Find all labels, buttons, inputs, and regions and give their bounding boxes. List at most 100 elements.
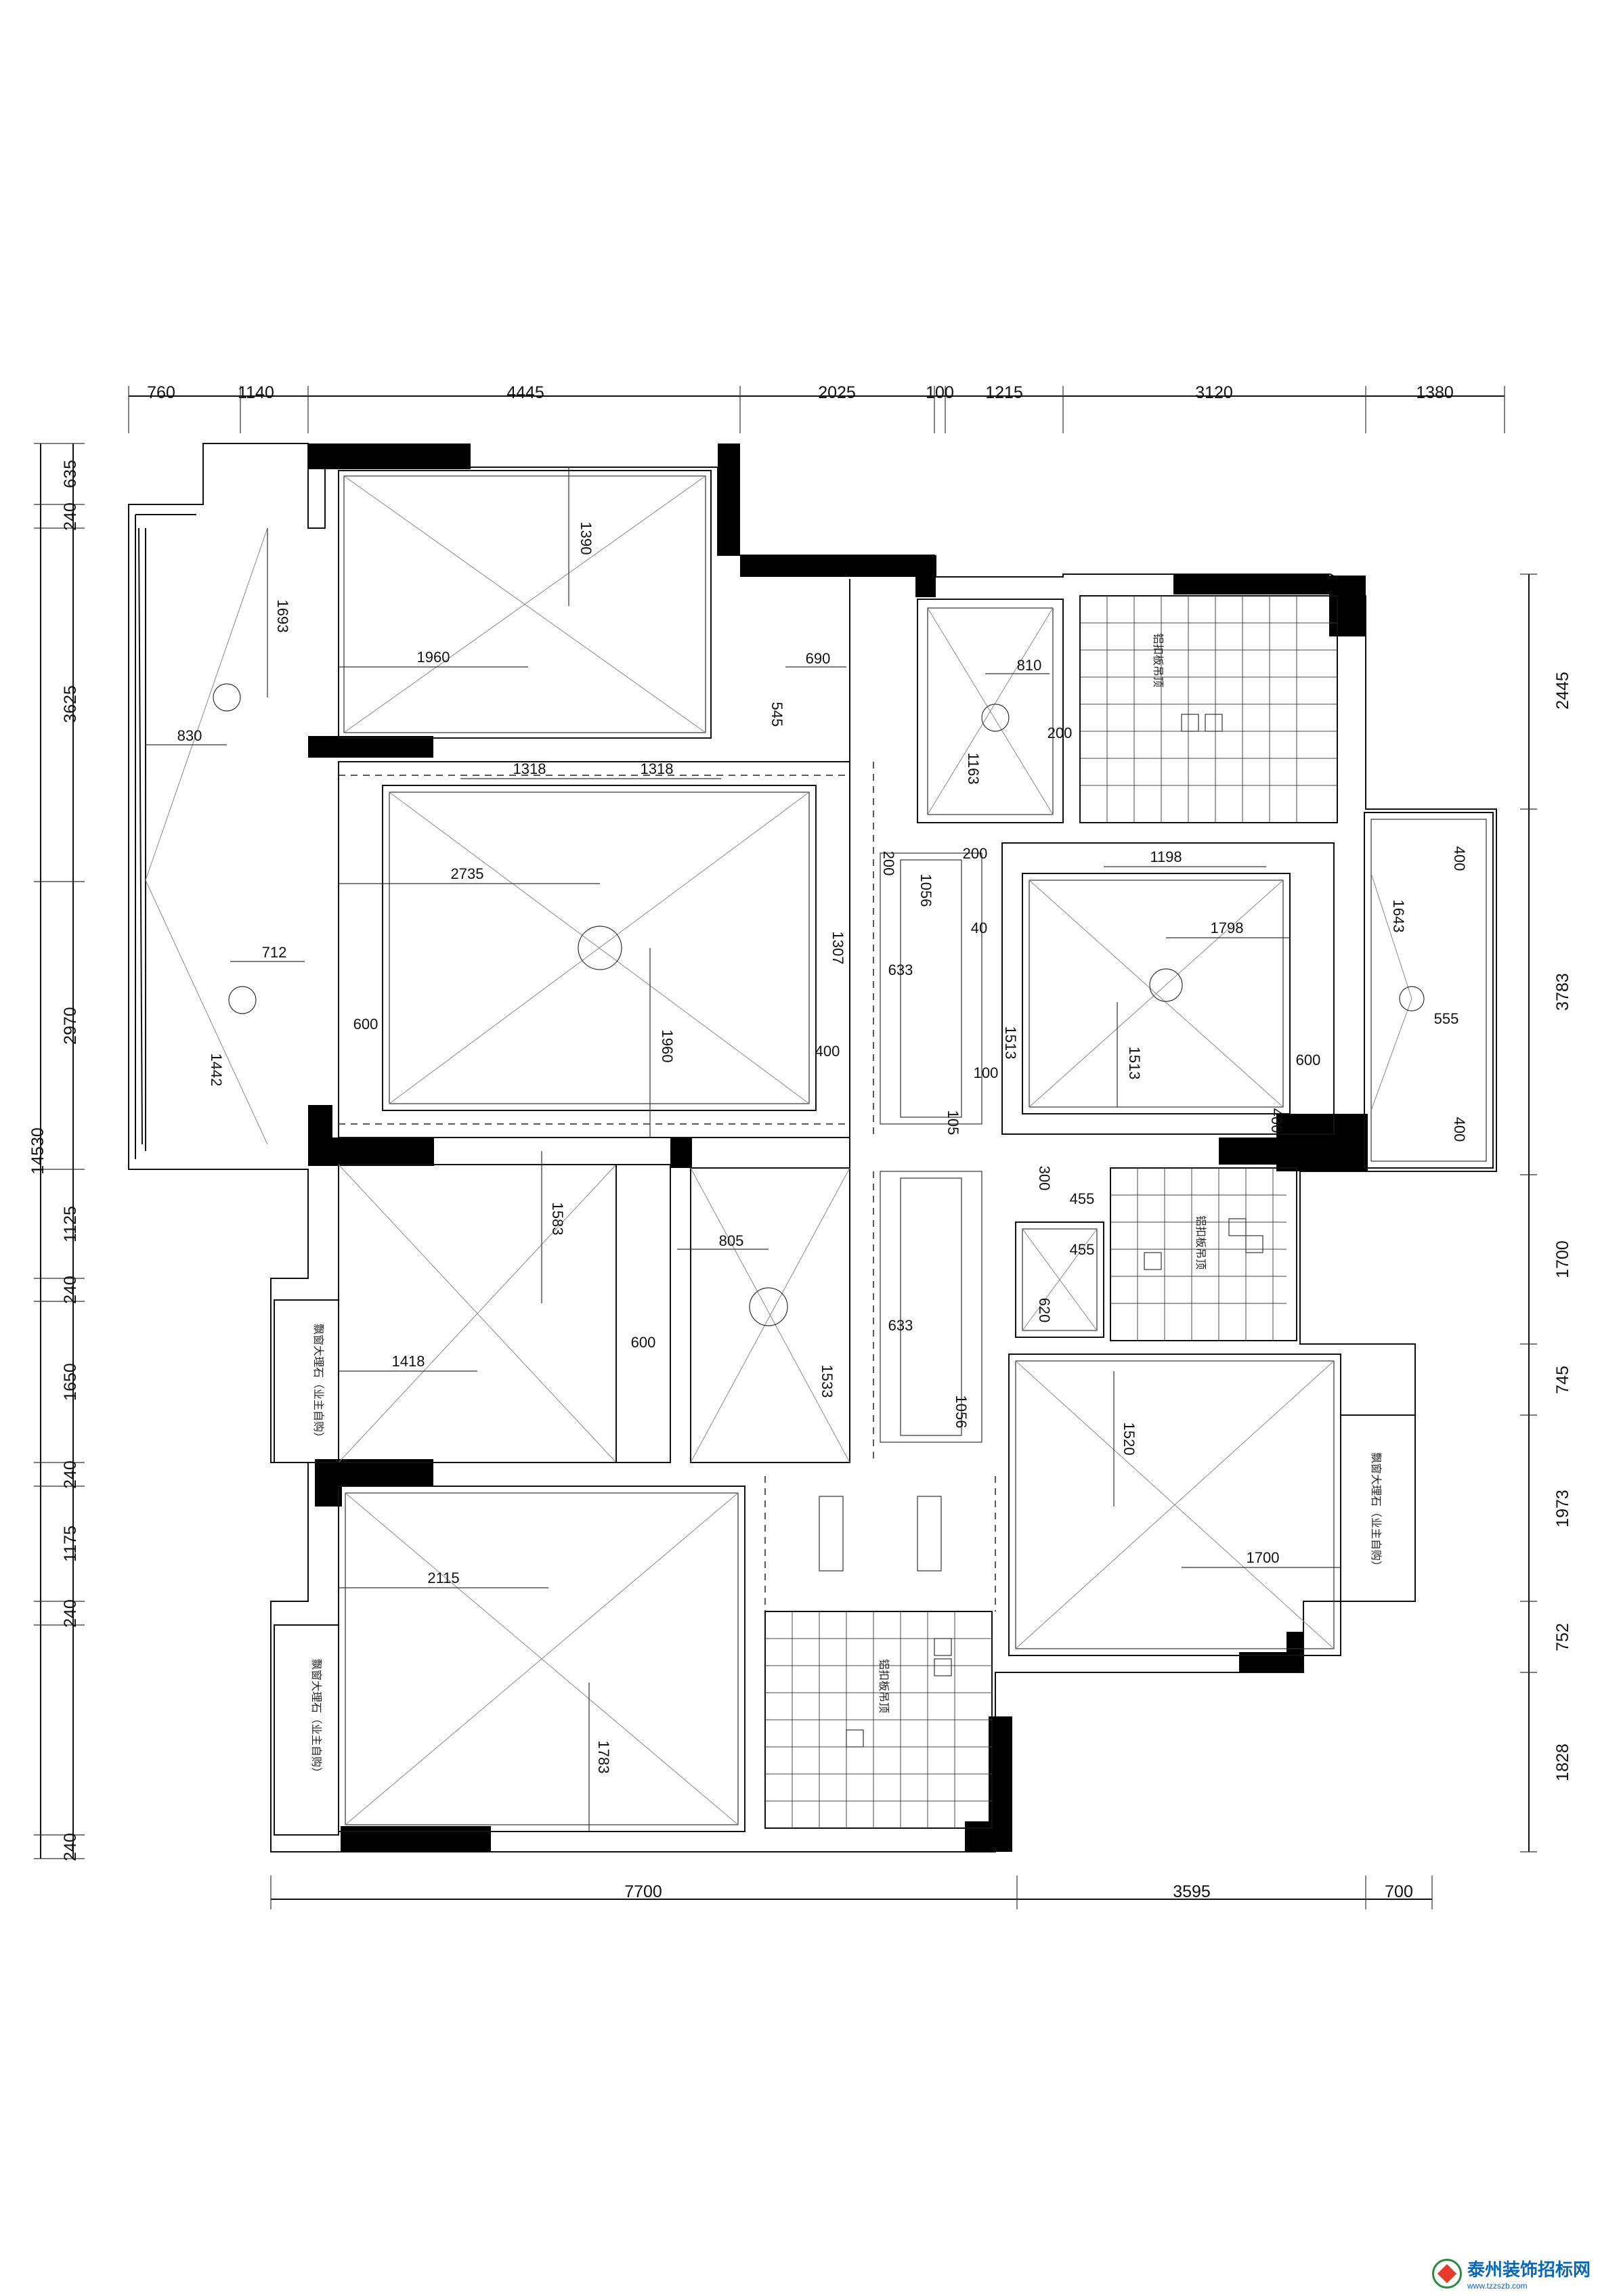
left-dim-8: 240 [61,1460,80,1489]
kitchen-top-ceiling-note: 铝扣板吊顶 [1152,633,1165,687]
left-dimension-chain: 635 240 3625 2970 1125 240 1650 240 1175… [28,443,85,1861]
dim-400-bal-a: 400 [1451,846,1468,871]
dim-100: 100 [974,1064,999,1081]
top-dimension-chain: 760 1140 4445 2025 100 1215 3120 1380 [128,383,1505,433]
dim-1056-a: 1056 [917,874,934,907]
room-dining [690,1167,850,1463]
left-dim-6: 240 [61,1276,80,1304]
room-bathroom-mid [1110,1167,1297,1341]
dim-830: 830 [177,727,202,744]
room-study [274,1164,671,1463]
dim-600-bedroom: 600 [1296,1052,1321,1068]
dim-620: 620 [1036,1298,1053,1323]
room-master-bedroom-bottom [274,1486,745,1836]
dim-1318-a: 1318 [513,760,546,777]
dim-2115: 2115 [427,1569,459,1586]
dim-1700: 1700 [1247,1549,1280,1566]
dim-400-bal-b: 400 [1451,1117,1468,1142]
top-dim-5: 100 [926,383,954,402]
top-dim-2: 1140 [238,383,274,402]
right-dim-3: 1700 [1553,1240,1572,1278]
watermark-url: www.tzzszb.com [1467,2281,1528,2291]
dim-200-bath: 200 [1047,724,1073,741]
room-small-bath-top [917,599,1064,823]
interior-dimensions: 1390 1960 1693 830 690 545 1318 1318 810… [146,467,1468,1832]
dim-1418: 1418 [392,1353,425,1370]
dim-455-b: 455 [1070,1241,1095,1258]
room-bedroom-lower-right [1008,1353,1416,1656]
dim-555: 555 [1434,1010,1459,1027]
top-dim-6: 1215 [985,383,1023,402]
right-dim-1: 2445 [1553,672,1572,710]
right-dim-6: 752 [1553,1623,1572,1651]
dim-105: 105 [945,1110,961,1135]
bedroom-bottom-window-note: 飘窗大理石（业主自购） [310,1659,323,1778]
dim-2735: 2735 [451,865,484,882]
right-dim-7: 1828 [1553,1743,1572,1781]
room-corridor-bottom [764,1476,996,1821]
dim-712: 712 [262,944,287,961]
dim-400-living: 400 [815,1043,840,1060]
room-dining-corridor [849,579,982,1463]
room-master-bedroom-top [338,470,712,739]
left-dim-4: 2970 [61,1007,80,1045]
top-dim-3: 4445 [506,383,544,402]
dim-1798: 1798 [1211,919,1244,936]
dim-1533: 1533 [819,1365,836,1398]
left-dim-9: 1175 [61,1525,80,1562]
dim-40: 40 [971,919,987,936]
dim-1783: 1783 [595,1741,612,1774]
dim-1520: 1520 [1121,1423,1138,1456]
room-kitchen-top [1079,595,1338,823]
room-small-bath-mid [1015,1221,1104,1338]
bottom-dim-2: 3595 [1173,1882,1211,1901]
dim-1513-b: 1513 [1126,1047,1143,1080]
dim-633-b: 633 [888,1317,913,1334]
watermark-logo-icon [1431,2258,1462,2289]
dim-1693: 1693 [274,600,291,633]
dim-1198: 1198 [1150,848,1182,865]
dim-455-a: 455 [1070,1190,1095,1207]
dim-400-bedroom: 400 [1268,1108,1285,1133]
right-dim-4: 745 [1553,1366,1572,1394]
structural-walls [308,443,1368,1852]
top-dim-7: 3120 [1195,383,1233,402]
dim-633-a: 633 [888,961,913,978]
room-bedroom-right [1001,842,1335,1135]
site-watermark: 泰州装饰招标网 www.tzzszb.com [1431,2256,1591,2291]
study-window-note: 飘窗大理石（业主自购） [312,1324,325,1443]
bottom-dimension-chain: 7700 3595 700 [270,1876,1433,1909]
dim-805: 805 [719,1232,744,1249]
left-dim-5: 1125 [61,1206,80,1242]
bottom-dim-1: 7700 [624,1882,662,1901]
dim-600-study: 600 [631,1334,656,1351]
dim-1307: 1307 [829,932,846,965]
left-dim-total: 14530 [28,1127,47,1175]
bathroom-mid-ceiling-note: 铝扣板吊顶 [1194,1215,1207,1270]
room-balcony-left [145,527,268,1145]
dim-200-b: 200 [963,845,988,862]
bottom-dim-3: 700 [1385,1882,1413,1901]
dim-1643: 1643 [1390,900,1407,933]
left-dim-3: 3625 [61,685,80,723]
dim-1513-a: 1513 [1002,1026,1019,1060]
bedroom-right-window-note: 飘窗大理石（业主自购） [1370,1452,1383,1572]
right-dimension-chain: 2445 3783 1700 745 1973 752 1828 [1520,573,1572,1853]
dim-200-a: 200 [880,851,897,876]
watermark-text: 泰州装饰招标网 [1467,2260,1591,2280]
dim-1960-top: 1960 [417,649,450,666]
dim-1390: 1390 [578,522,594,555]
right-dim-5: 1973 [1553,1490,1572,1528]
dim-300: 300 [1036,1166,1053,1191]
top-dim-8: 1380 [1416,383,1454,402]
room-balcony-right [1364,812,1494,1169]
dim-1318-b: 1318 [641,760,674,777]
left-dim-7: 1650 [61,1363,80,1401]
dim-1056-b: 1056 [953,1395,970,1429]
dim-1583: 1583 [549,1203,566,1236]
dim-690: 690 [806,650,831,667]
room-bathroom-bottom [764,1611,993,1829]
left-dim-1: 635 [61,460,80,488]
right-dim-2: 3783 [1553,973,1572,1011]
dim-600-living: 600 [353,1016,379,1033]
